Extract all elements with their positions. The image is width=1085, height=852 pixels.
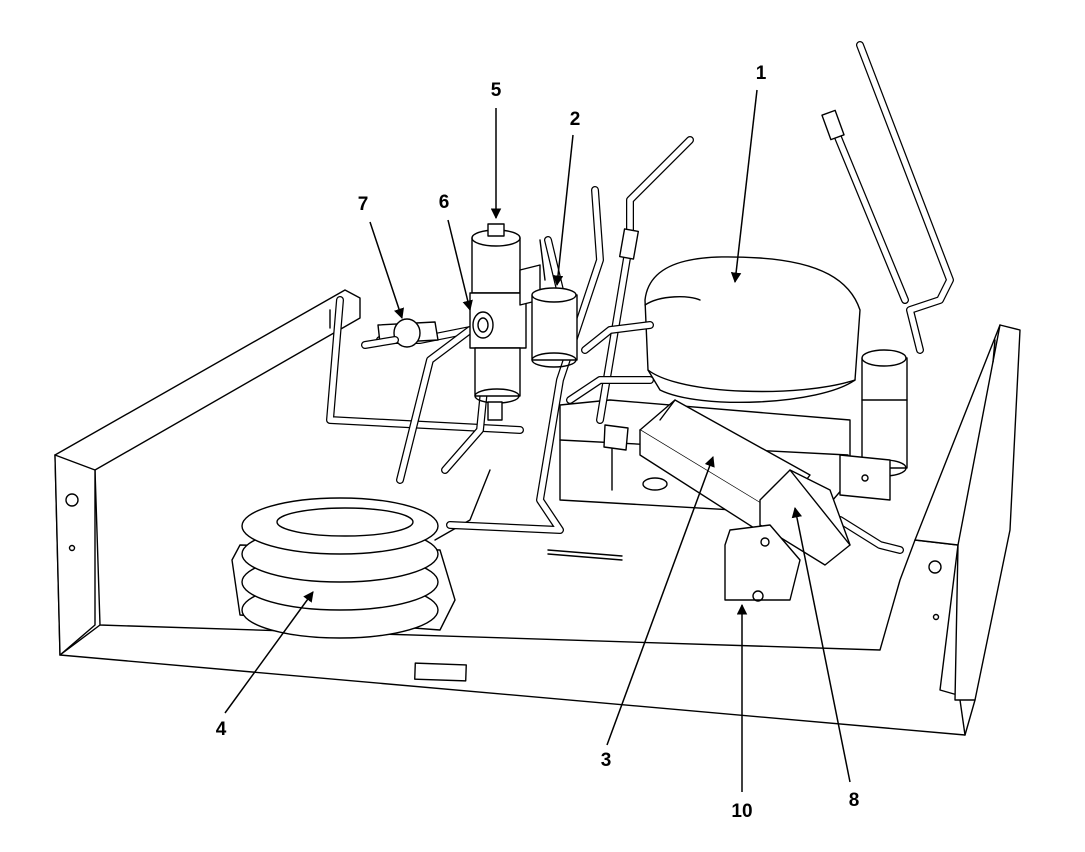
leader-3 (606, 456, 715, 746)
leader-6 (447, 219, 473, 312)
leader-1 (730, 89, 758, 284)
leader-2 (552, 134, 574, 287)
callout-2: 2 (570, 109, 581, 130)
callout-7: 7 (358, 194, 369, 215)
condenser-coil (231, 469, 491, 639)
callout-8: 8 (849, 790, 860, 811)
callout-6: 6 (439, 192, 450, 213)
leader-7 (369, 221, 404, 319)
leader-4 (224, 591, 314, 714)
accumulator (531, 239, 578, 368)
callout-5: 5 (491, 80, 502, 101)
callout-4: 4 (216, 719, 227, 740)
mounting-bracket (724, 524, 801, 602)
capacitor-cylinder (839, 349, 908, 501)
callout-labels: 1 2 3 4 5 6 7 8 10 (216, 63, 860, 822)
fan-shroud (759, 469, 851, 566)
leader-8 (791, 506, 851, 783)
service-valve (472, 311, 494, 339)
callout-1: 1 (756, 63, 767, 84)
callout-10: 10 (731, 801, 752, 822)
leader-lines (224, 89, 851, 792)
filter-drier (469, 223, 541, 421)
pressure-switch (361, 318, 439, 349)
fan-motor (639, 399, 811, 536)
callout-3: 3 (601, 750, 612, 771)
base-tray (54, 289, 1021, 736)
refrigerant-tubing (326, 41, 954, 554)
